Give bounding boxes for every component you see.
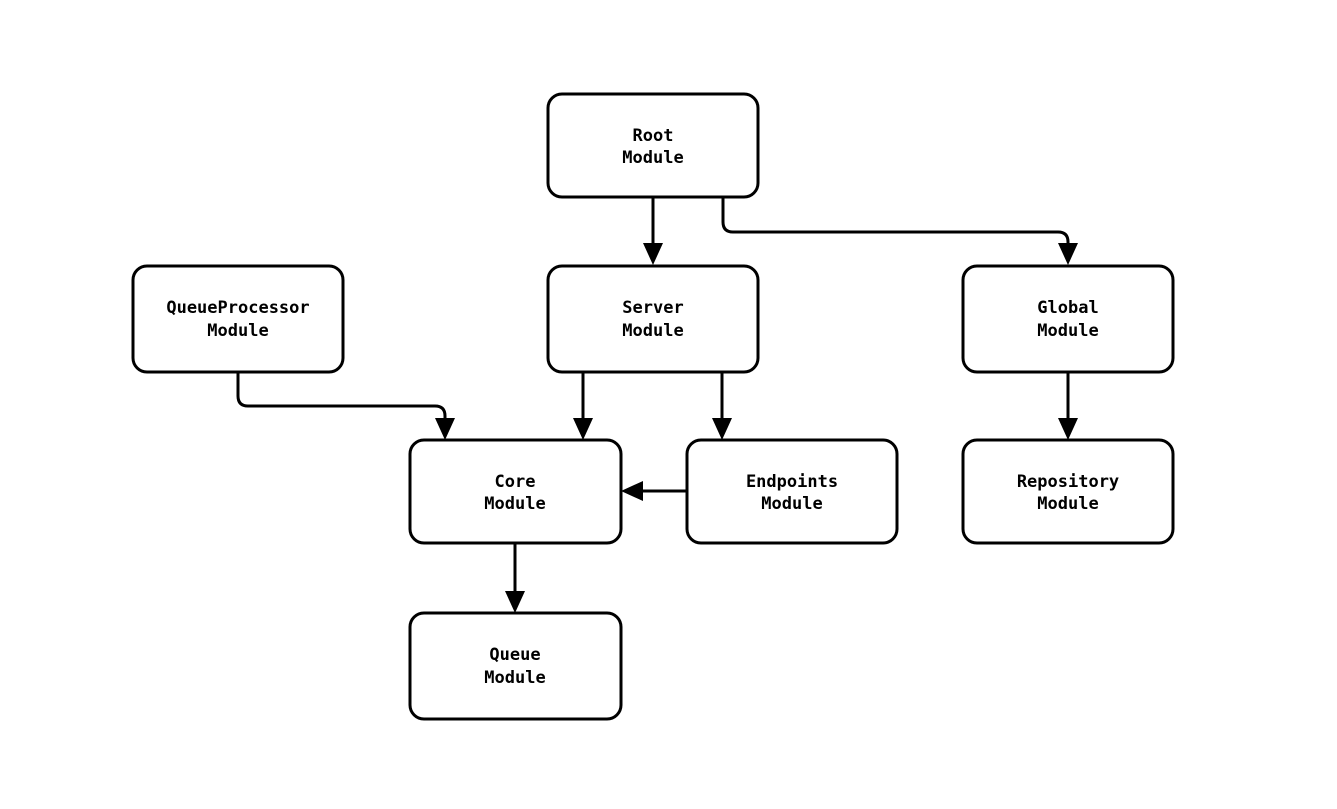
node-endpoints-module-label-line1: Endpoints bbox=[746, 472, 838, 492]
node-server-module-label-line1: Server bbox=[622, 298, 683, 318]
node-server-module-label-line2: Module bbox=[622, 321, 683, 341]
node-endpoints-module-box[interactable] bbox=[685, 438, 899, 545]
node-global-module-label-line2: Module bbox=[1037, 321, 1098, 341]
node-core-module-label-line1: Core bbox=[495, 472, 536, 492]
node-queueprocessor-module[interactable]: QueueProcessor Module bbox=[131, 264, 345, 374]
edge-root-to-server-arrowhead bbox=[643, 243, 663, 265]
edge-server-to-core-arrowhead bbox=[573, 418, 593, 440]
edge-root-to-global bbox=[721, 197, 1078, 265]
node-queueprocessor-module-box[interactable] bbox=[131, 264, 345, 374]
node-queue-module-label-line1: Queue bbox=[489, 645, 540, 665]
node-root-module-box[interactable] bbox=[546, 92, 760, 199]
edge-queueprocessor-to-core-line bbox=[236, 372, 447, 423]
node-core-module[interactable]: Core Module bbox=[408, 438, 623, 545]
edge-root-to-global-line bbox=[721, 197, 1070, 249]
node-repository-module-label-line1: Repository bbox=[1017, 472, 1119, 492]
node-queueprocessor-module-label-line1: QueueProcessor bbox=[166, 298, 309, 318]
node-layer: Root Module QueueProcessor Module Server… bbox=[131, 92, 1175, 721]
node-global-module-label-line1: Global bbox=[1037, 298, 1098, 318]
edge-server-to-endpoints-arrowhead bbox=[712, 418, 732, 440]
edge-endpoints-to-core-arrowhead bbox=[621, 481, 643, 501]
node-global-module-box[interactable] bbox=[961, 264, 1175, 374]
node-server-module-box[interactable] bbox=[546, 264, 760, 374]
edge-server-to-endpoints bbox=[712, 372, 732, 440]
node-repository-module-box[interactable] bbox=[961, 438, 1175, 545]
edge-queueprocessor-to-core-arrowhead bbox=[435, 418, 455, 440]
edge-global-to-repository-arrowhead bbox=[1058, 418, 1078, 440]
edge-server-to-core bbox=[573, 372, 593, 440]
edge-root-to-server bbox=[643, 197, 663, 265]
edge-core-to-queue bbox=[505, 543, 525, 613]
node-core-module-box[interactable] bbox=[408, 438, 623, 545]
edge-core-to-queue-arrowhead bbox=[505, 591, 525, 613]
edge-root-to-global-arrowhead bbox=[1058, 243, 1078, 265]
node-repository-module[interactable]: Repository Module bbox=[961, 438, 1175, 545]
node-repository-module-label-line2: Module bbox=[1037, 494, 1098, 514]
node-server-module[interactable]: Server Module bbox=[546, 264, 760, 374]
node-root-module[interactable]: Root Module bbox=[546, 92, 760, 199]
node-global-module[interactable]: Global Module bbox=[961, 264, 1175, 374]
edge-layer bbox=[236, 197, 1078, 613]
node-core-module-label-line2: Module bbox=[484, 494, 545, 514]
edge-global-to-repository bbox=[1058, 372, 1078, 440]
node-root-module-label-line1: Root bbox=[633, 126, 674, 146]
node-root-module-label-line2: Module bbox=[622, 148, 683, 168]
edge-queueprocessor-to-core bbox=[236, 372, 455, 440]
node-queue-module-label-line2: Module bbox=[484, 668, 545, 688]
edge-endpoints-to-core bbox=[621, 481, 687, 501]
node-queue-module[interactable]: Queue Module bbox=[408, 611, 623, 721]
node-endpoints-module[interactable]: Endpoints Module bbox=[685, 438, 899, 545]
node-endpoints-module-label-line2: Module bbox=[761, 494, 822, 514]
node-queue-module-box[interactable] bbox=[408, 611, 623, 721]
node-queueprocessor-module-label-line2: Module bbox=[207, 321, 268, 341]
